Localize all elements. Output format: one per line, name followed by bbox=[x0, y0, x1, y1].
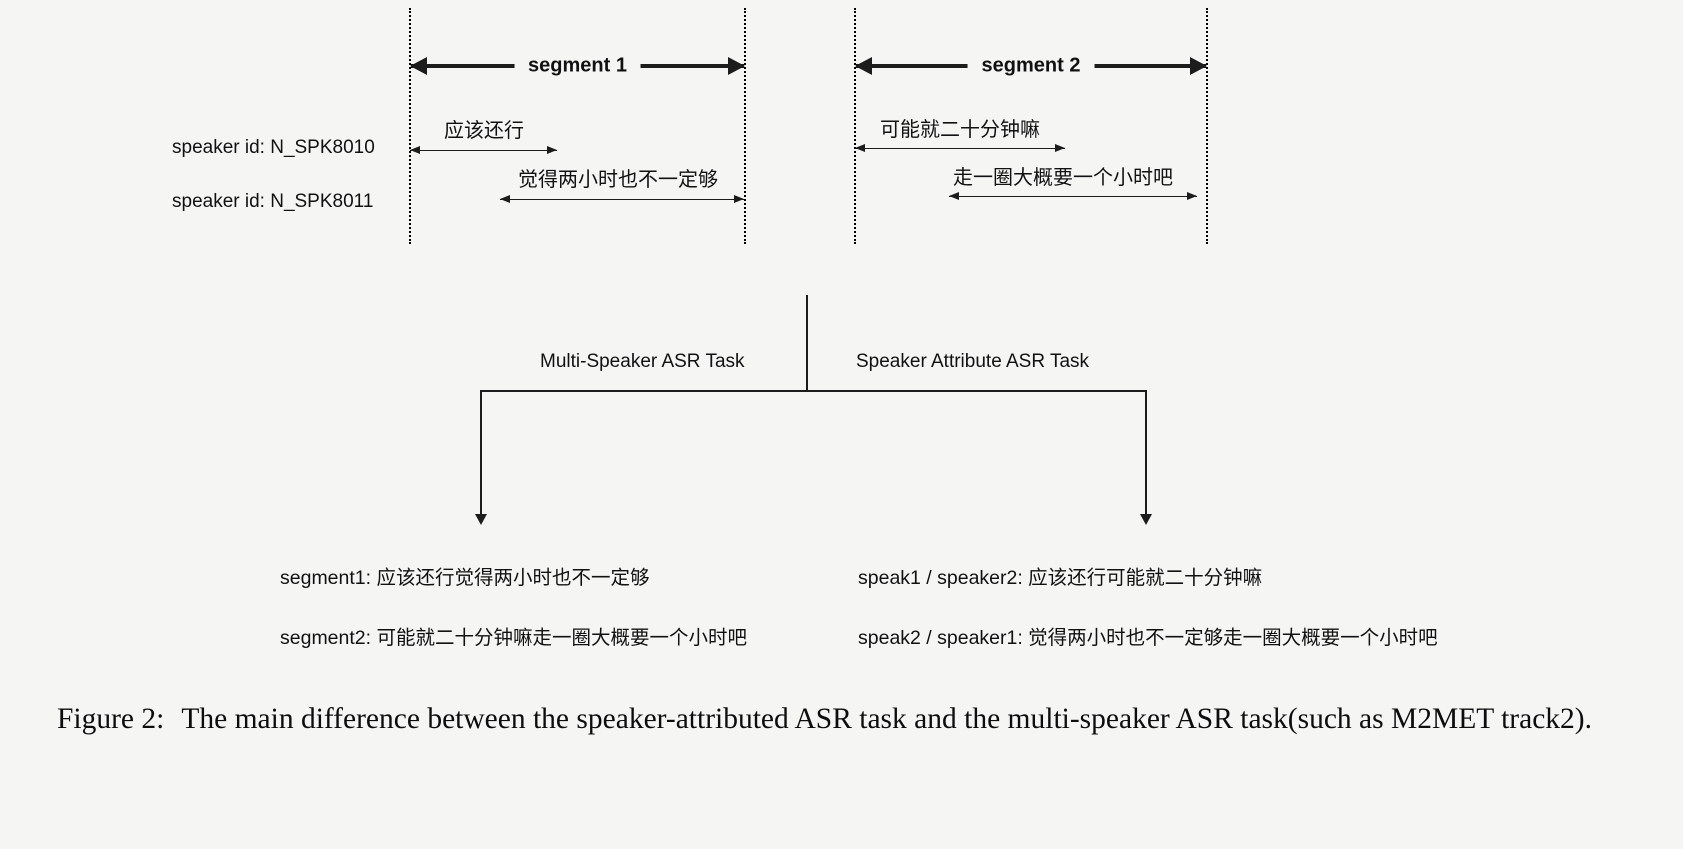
segment2-speaker2-utterance-arrow bbox=[949, 192, 1197, 201]
multi-speaker-output-line2: segment2: 可能就二十分钟嘛走一圈大概要一个小时吧 bbox=[280, 627, 747, 649]
segment2-speaker1-utterance-arrow bbox=[855, 144, 1065, 153]
segment1-speaker1-utterance-label: 应该还行 bbox=[444, 120, 524, 142]
figure-caption-text: The main difference between the speaker-… bbox=[181, 703, 1592, 735]
speaker-attribute-output-line2: speak2 / speaker1: 觉得两小时也不一定够走一圈大概要一个小时吧 bbox=[858, 627, 1438, 649]
figure-caption: Figure 2: The main difference between the… bbox=[57, 700, 1605, 739]
segment2-right-boundary-line bbox=[1206, 8, 1208, 244]
tree-left-branch-line bbox=[480, 390, 482, 516]
speaker-attribute-task-label: Speaker Attribute ASR Task bbox=[856, 351, 1090, 372]
segment1-speaker2-utterance-arrow bbox=[500, 195, 744, 204]
speaker1-id-label: speaker id: N_SPK8010 bbox=[172, 137, 375, 158]
tree-stem-line bbox=[806, 295, 808, 391]
tree-right-branch-line bbox=[1145, 390, 1147, 516]
left-branch-arrowhead-icon bbox=[475, 514, 487, 525]
segment1-label: segment 1 bbox=[514, 54, 641, 78]
segment1-speaker2-utterance-label: 觉得两小时也不一定够 bbox=[518, 169, 718, 191]
segment2-speaker1-utterance-label: 可能就二十分钟嘛 bbox=[880, 119, 1040, 141]
segment2-span-arrow: segment 2 bbox=[855, 54, 1207, 78]
multi-speaker-task-label: Multi-Speaker ASR Task bbox=[540, 351, 745, 372]
right-branch-arrowhead-icon bbox=[1140, 514, 1152, 525]
tree-horizontal-line bbox=[480, 390, 1146, 392]
multi-speaker-output-line1: segment1: 应该还行觉得两小时也不一定够 bbox=[280, 567, 650, 589]
speaker2-id-label: speaker id: N_SPK8011 bbox=[172, 191, 374, 212]
figure-caption-number: Figure 2: bbox=[57, 703, 165, 735]
segment1-right-boundary-line bbox=[744, 8, 746, 244]
speaker-attribute-output-line1: speak1 / speaker2: 应该还行可能就二十分钟嘛 bbox=[858, 567, 1263, 589]
segment1-span-arrow: segment 1 bbox=[410, 54, 745, 78]
segment2-label: segment 2 bbox=[967, 54, 1095, 78]
segment2-left-boundary-line bbox=[854, 8, 856, 244]
segment1-left-boundary-line bbox=[409, 8, 411, 244]
segment1-speaker1-utterance-arrow bbox=[410, 146, 557, 155]
segment2-speaker2-utterance-label: 走一圈大概要一个小时吧 bbox=[953, 167, 1173, 189]
